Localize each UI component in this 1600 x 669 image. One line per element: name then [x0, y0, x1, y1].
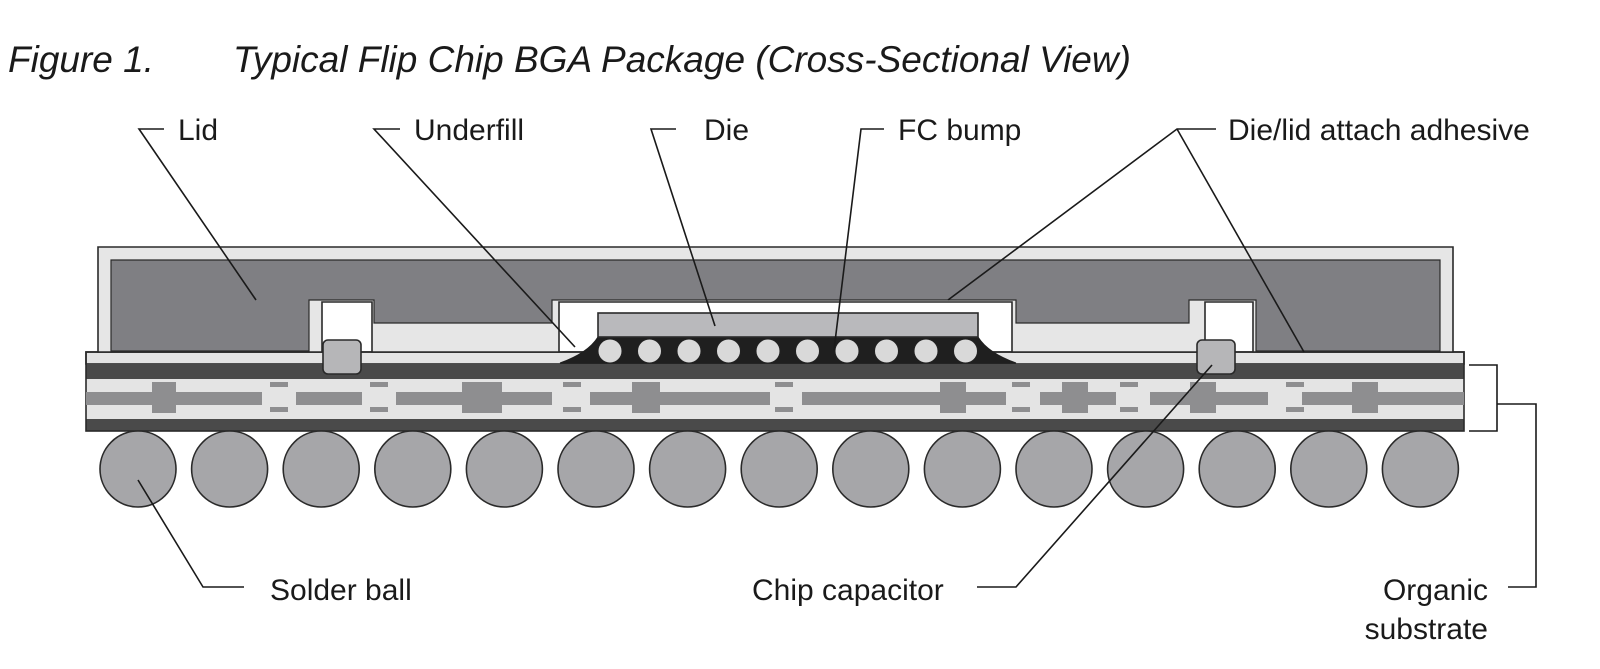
figure-title: Typical Flip Chip BGA Package (Cross-Sec…: [233, 39, 1131, 80]
chip-capacitor-right: [1196, 339, 1236, 375]
solder-ball: [557, 430, 635, 508]
substrate-via-pad: [1062, 382, 1088, 413]
substrate-trace: [86, 392, 152, 405]
substrate-via: [370, 382, 388, 387]
leader-die: [649, 128, 716, 327]
solder-balls: [99, 430, 1460, 508]
solder-ball: [648, 430, 727, 508]
substrate-trace: [590, 392, 770, 405]
figure-number: Figure 1.: [8, 39, 154, 80]
substrate-via-pad: [152, 382, 176, 413]
substrate-via: [775, 382, 793, 387]
chip-capacitor-left: [322, 339, 362, 375]
solder-ball: [373, 430, 452, 508]
solder-ball: [99, 430, 177, 508]
fc-bump: [795, 338, 820, 364]
leader-adhesive-right: [1176, 128, 1305, 353]
leader-chip-capacitor: [977, 364, 1213, 588]
die: [597, 312, 979, 338]
fc-bump: [874, 338, 899, 364]
substrate-dark-layer-bottom: [86, 419, 1464, 431]
substrate-via-pad: [1190, 382, 1216, 413]
fc-bump: [597, 338, 623, 364]
underfill: [559, 336, 1017, 364]
substrate-via: [1012, 407, 1030, 412]
organic-substrate: [85, 351, 1465, 432]
solder-ball: [1106, 430, 1185, 508]
fc-bump: [953, 338, 978, 364]
substrate-via: [270, 407, 288, 412]
label-die: Die: [704, 114, 749, 147]
solder-ball: [1381, 430, 1460, 508]
solder-ball: [282, 430, 361, 508]
lid-body: [110, 259, 1441, 352]
solder-ball: [740, 430, 819, 508]
substrate-via: [563, 382, 581, 387]
substrate-via: [370, 407, 388, 412]
solder-ball: [190, 430, 269, 508]
fc-bump: [716, 338, 741, 364]
lid: [97, 246, 1454, 353]
substrate-via-pad: [940, 382, 966, 413]
solder-ball: [1290, 430, 1368, 508]
solder-ball: [1198, 430, 1276, 508]
substrate-dark-layer-top: [86, 364, 1464, 379]
fc-bump: [755, 338, 781, 364]
solder-ball: [1015, 430, 1093, 508]
substrate-via: [1286, 382, 1304, 387]
substrate-trace: [152, 392, 262, 405]
substrate-via-pad: [1352, 382, 1378, 413]
leader-underfill: [372, 128, 576, 348]
substrate-via-pad: [632, 382, 660, 413]
substrate-trace: [802, 392, 1006, 405]
substrate-trace: [296, 392, 362, 405]
fc-bumps: [597, 338, 978, 364]
label-organic-substrate-line1: Organic: [1383, 574, 1488, 607]
substrate-via: [270, 382, 288, 387]
fc-bump: [913, 338, 939, 364]
leader-lid: [137, 128, 257, 301]
fc-bump: [637, 338, 662, 364]
leader-organic-substrate-tail: [1497, 403, 1537, 588]
substrate-via: [775, 407, 793, 412]
substrate-traces: [86, 382, 1464, 413]
label-lid: Lid: [178, 114, 218, 147]
leader-solder-ball: [137, 479, 244, 588]
substrate-via: [1012, 382, 1030, 387]
substrate-via-pad: [462, 382, 502, 413]
label-solder-ball: Solder ball: [270, 574, 412, 607]
substrate-via: [1286, 407, 1304, 412]
solder-ball: [465, 430, 544, 508]
substrate-via: [1120, 382, 1138, 387]
leader-fc-bump: [833, 128, 884, 351]
solder-ball: [831, 430, 910, 508]
label-organic-substrate-line2: substrate: [1365, 613, 1488, 646]
leader-lines: [137, 128, 1537, 588]
label-die-lid-adhesive: Die/lid attach adhesive: [1228, 114, 1530, 147]
leader-organic-substrate: [1469, 364, 1498, 432]
label-underfill: Underfill: [414, 114, 524, 147]
label-chip-capacitor: Chip capacitor: [752, 574, 944, 607]
substrate-trace: [1302, 392, 1464, 405]
label-fc-bump: FC bump: [898, 114, 1021, 147]
substrate-via: [1120, 407, 1138, 412]
fc-bump: [834, 338, 860, 364]
fc-bump: [676, 338, 702, 364]
substrate-via: [563, 407, 581, 412]
solder-ball: [923, 430, 1002, 508]
